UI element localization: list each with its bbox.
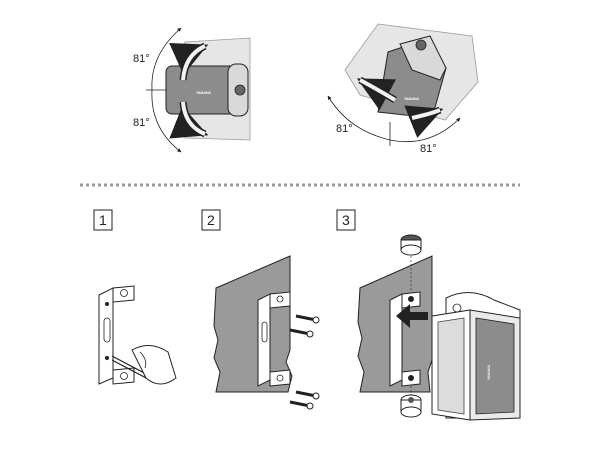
step-2-number: 2 (207, 212, 215, 228)
tilt-down-arrow-inner (181, 101, 206, 136)
pan-left-arrow-inner (359, 78, 397, 102)
step-1-badge (93, 209, 113, 231)
vertical-tilt-illustration: YAMAHA 81° 81° (133, 27, 251, 153)
hand-with-pencil (111, 345, 177, 385)
screw-set-2 (289, 314, 320, 410)
step-1-number: 1 (99, 212, 107, 228)
angle-arc-up (151, 27, 182, 91)
horizontal-pan-illustration: YAMAHA 81° 81° (327, 23, 479, 155)
insert-arrow (396, 304, 428, 328)
step-1: 1 (93, 209, 177, 385)
logo-mark: YAMAHA (196, 91, 212, 95)
bracket-illustration (98, 285, 135, 385)
step-3-number: 3 (342, 212, 350, 228)
step-3: 3 YAMAHA (336, 209, 521, 421)
angle-label-right: 81° (420, 143, 437, 155)
svg-text:YAMAHA: YAMAHA (404, 97, 420, 101)
tilt-up-arrow-inner (181, 44, 206, 81)
speaker-front-view: YAMAHA (165, 63, 249, 117)
angle-label-left: 81° (336, 123, 353, 135)
step-2: 2 (201, 209, 320, 410)
angle-arc-right (389, 117, 461, 143)
angle-label-up: 81° (133, 53, 150, 65)
pan-right-arrow-inner (411, 108, 441, 120)
bracket-on-wall-2 (257, 291, 291, 387)
angle-arc-left (327, 95, 391, 141)
bottom-knob (400, 386, 422, 418)
step-3-badge (336, 209, 356, 231)
svg-text:YAMAHA: YAMAHA (196, 91, 212, 95)
top-knob (400, 234, 422, 292)
step-2-badge (201, 209, 221, 231)
svg-text:YAMAHA: YAMAHA (487, 364, 491, 380)
angle-arc-down (151, 89, 182, 153)
angle-label-down: 81° (133, 117, 150, 129)
wall-panel-2 (213, 255, 293, 393)
speaker-enclosure: YAMAHA (431, 292, 521, 421)
